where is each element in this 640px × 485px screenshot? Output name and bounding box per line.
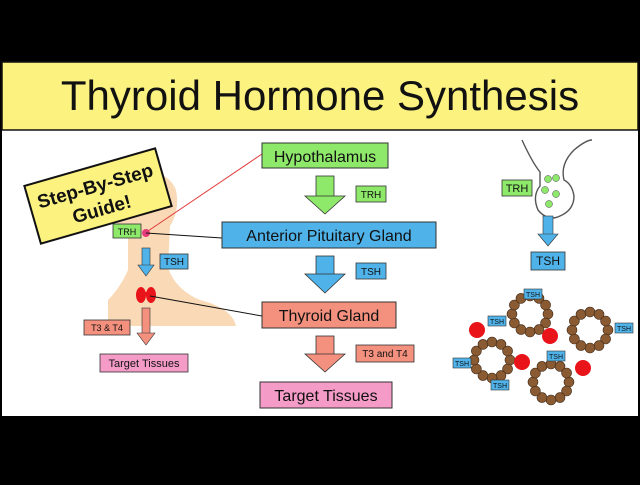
anterior-pituitary-label: Anterior Pituitary Gland bbox=[246, 228, 411, 245]
page-title: Thyroid Hormone Synthesis bbox=[61, 72, 579, 119]
follicle-tsh-label-4: TSH bbox=[455, 361, 469, 368]
follicle-tsh-label-6: TSH bbox=[493, 383, 507, 390]
follicle-cell bbox=[603, 325, 613, 335]
red-cell bbox=[514, 354, 530, 370]
body-trh-label: TRH bbox=[118, 227, 137, 237]
hypothalamus-label: Hypothalamus bbox=[274, 149, 376, 166]
body-tsh-label: TSH bbox=[164, 257, 184, 268]
follicle-cell bbox=[487, 337, 497, 347]
follicle-cell bbox=[555, 393, 565, 403]
follicle-tsh-label-5: TSH bbox=[549, 354, 563, 361]
follicle-cell bbox=[541, 300, 551, 310]
target-tissues-label: Target Tissues bbox=[274, 388, 377, 405]
follicle-cell bbox=[576, 309, 586, 319]
follicle-cell bbox=[505, 355, 515, 365]
follicle-cell bbox=[525, 327, 535, 337]
follicle-cell bbox=[528, 377, 538, 387]
follicle-cell bbox=[509, 318, 519, 328]
follicle-cell bbox=[534, 325, 544, 335]
follicle-tsh-label-1: TSH bbox=[526, 292, 540, 299]
red-cell bbox=[469, 322, 485, 338]
follicle-cell bbox=[562, 368, 572, 378]
follicle-cell bbox=[569, 334, 579, 344]
follicle-cell bbox=[530, 386, 540, 396]
body-t3t4-label: T3 & T4 bbox=[91, 323, 123, 333]
follicle-cell bbox=[507, 309, 517, 319]
t3t4-label: T3 and T4 bbox=[362, 349, 408, 360]
follicle-cell bbox=[546, 395, 556, 405]
detail-trh-label: TRH bbox=[506, 183, 529, 195]
thyroid-gland-label: Thyroid Gland bbox=[279, 308, 380, 325]
detail-tsh-label: TSH bbox=[536, 254, 560, 268]
follicle-cell bbox=[496, 371, 506, 381]
tsh-label: TSH bbox=[361, 267, 381, 278]
follicle-cell bbox=[594, 341, 604, 351]
red-cell bbox=[542, 328, 558, 344]
follicle-cell bbox=[564, 377, 574, 387]
body-target-label: Target Tissues bbox=[109, 358, 180, 370]
follicle-tsh-label-3: TSH bbox=[617, 326, 631, 333]
follicle-cell bbox=[537, 361, 547, 371]
follicle-tsh-label-2: TSH bbox=[490, 319, 504, 326]
follicle-cell bbox=[601, 316, 611, 326]
follicle-cell bbox=[478, 339, 488, 349]
follicle-cell bbox=[471, 364, 481, 374]
red-cell bbox=[575, 360, 591, 376]
follicle-cell bbox=[585, 307, 595, 317]
trh-label: TRH bbox=[361, 190, 382, 201]
follicle-cell bbox=[503, 346, 513, 356]
follicle-cell bbox=[567, 325, 577, 335]
follicle-cell bbox=[543, 309, 553, 319]
follicle-cell bbox=[585, 343, 595, 353]
